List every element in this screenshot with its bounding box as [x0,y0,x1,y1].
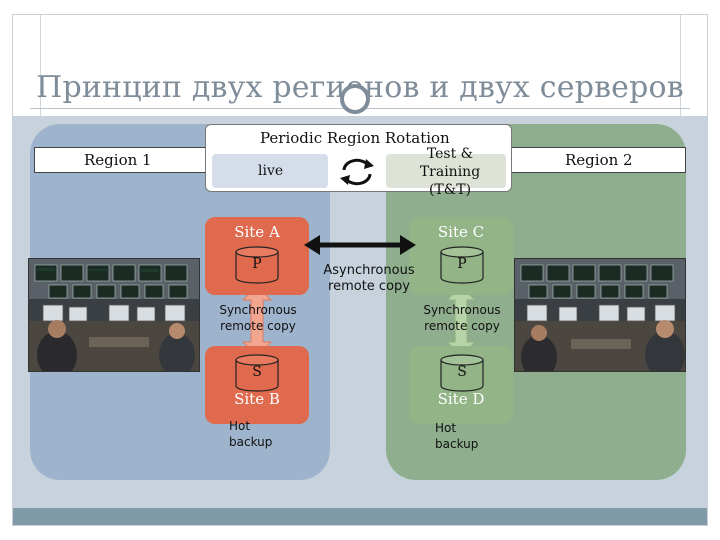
site-a-name: Site A [234,223,280,241]
control-room-photo [28,258,200,372]
region-2-label: Region 2 [565,151,633,169]
async-copy-arrow [304,235,416,255]
sync-copy-left-label: Synchronous remote copy [219,303,297,333]
database-cylinder-icon [440,354,484,392]
site-b-disk-label: S [252,364,262,380]
database-cylinder-icon [440,246,484,284]
hot-backup-left-label: Hot backup [229,419,273,449]
footer-bar [13,508,707,525]
control-room-photo [514,258,686,372]
site-c-name: Site C [437,223,485,241]
live-label: live [258,163,284,179]
region-2-bar [510,147,686,173]
sync-copy-right-label: Synchronous remote copy [423,303,501,333]
database-cylinder-icon [235,354,279,392]
hot-backup-right-label: Hot backup [435,421,479,451]
region-1-label: Region 1 [84,151,152,169]
title-ring-ornament [340,84,370,114]
site-d-name: Site D [437,390,485,408]
async-copy-label: Asynchronous remote copy [323,263,415,294]
rotation-title: Periodic Region Rotation [260,129,450,147]
site-a-disk-label: P [252,256,262,272]
sync-arrow-right [445,286,477,356]
cycle-arrows-icon [336,156,378,188]
test-training-state-box [386,154,506,188]
site-d-disk-label: S [457,364,467,380]
sync-arrow-left [241,286,273,356]
live-state-box [212,154,328,188]
database-cylinder-icon [235,246,279,284]
site-c-disk-label: P [457,256,467,272]
region-1-bar [34,147,206,173]
site-b-name: Site B [234,390,280,408]
test-training-label: Test & Training (T&T) [419,146,481,198]
